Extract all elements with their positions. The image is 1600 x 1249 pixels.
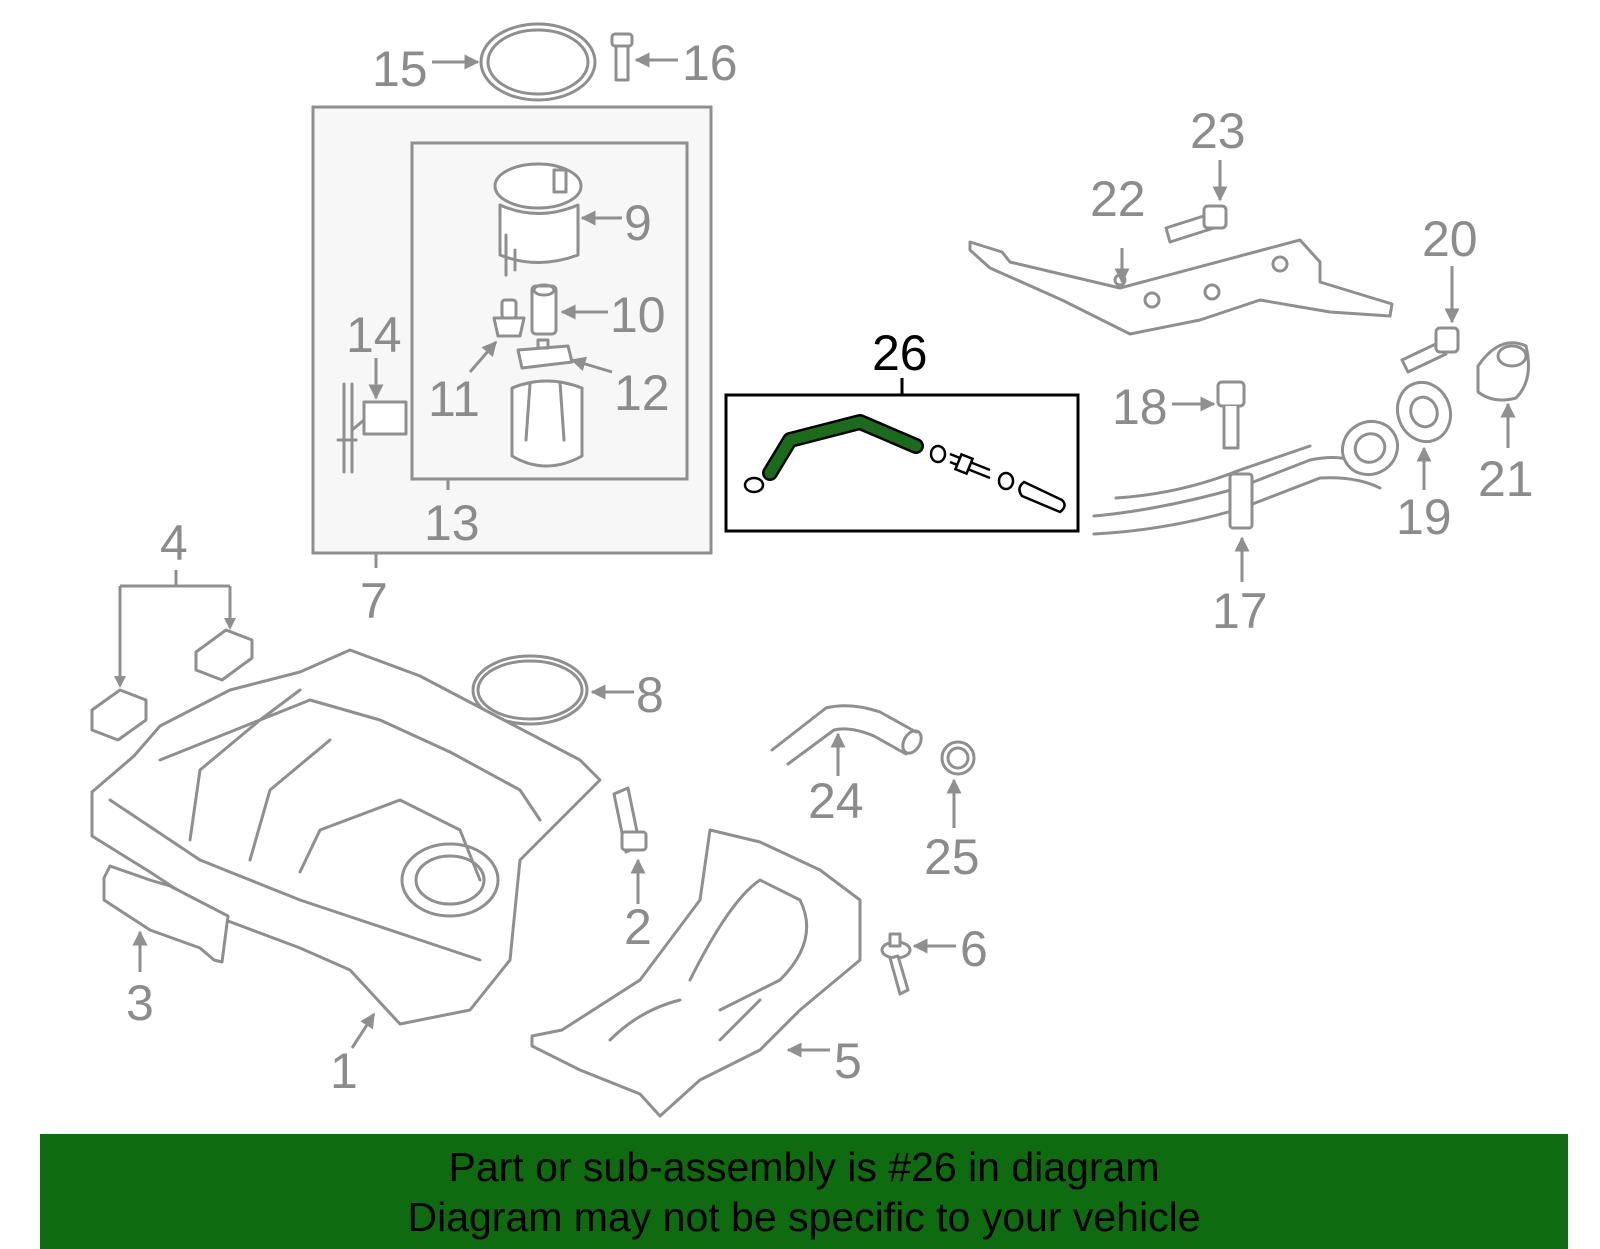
callout-3: 3 — [126, 975, 154, 1031]
callout-24: 24 — [808, 773, 864, 829]
callout-25: 25 — [924, 829, 980, 885]
part-14-level-sender — [336, 382, 408, 474]
part-19-seal — [1396, 380, 1452, 444]
part-1-fuel-tank — [90, 648, 602, 1026]
callout-22: 22 — [1090, 171, 1146, 227]
callout-26: 26 — [872, 325, 928, 381]
callout-13: 13 — [424, 495, 480, 551]
part-15-gasket — [479, 22, 597, 102]
part-23-bolt — [1164, 204, 1228, 244]
banner-line-2: Diagram may not be specific to your vehi… — [407, 1194, 1201, 1240]
callout-9: 9 — [624, 195, 652, 251]
callout-17: 17 — [1212, 583, 1268, 639]
callout-1: 1 — [330, 1043, 358, 1099]
part-22-bracket — [968, 238, 1394, 336]
part-11-regulator — [492, 298, 526, 338]
part-20-bolt — [1400, 326, 1460, 374]
part-13-reservoir — [510, 379, 584, 468]
callout-8: 8 — [636, 667, 664, 723]
part-16-screw — [610, 32, 634, 82]
part-4-pads — [90, 628, 254, 742]
callout-4: 4 — [160, 515, 188, 571]
callout-7: 7 — [360, 573, 388, 629]
banner-line-1: Part or sub-assembly is #26 in diagram — [448, 1144, 1160, 1190]
callout-20: 20 — [1422, 211, 1478, 267]
part-5-heat-shield — [530, 828, 862, 1118]
callout-21: 21 — [1478, 451, 1534, 507]
part-26-hose — [743, 414, 1066, 514]
part-8-ring — [471, 654, 589, 726]
callout-2: 2 — [624, 899, 652, 955]
callout-19: 19 — [1396, 489, 1452, 545]
part-24-hose — [770, 704, 923, 766]
callout-6: 6 — [960, 921, 988, 977]
part-6-clip — [880, 932, 912, 996]
part-17-filler-neck — [1092, 419, 1400, 536]
callout-16: 16 — [682, 35, 738, 91]
part-3-shield — [102, 864, 230, 964]
callout-14: 14 — [346, 307, 402, 363]
callout-10: 10 — [610, 287, 666, 343]
part-21-fuel-cap — [1476, 341, 1530, 402]
callout-18: 18 — [1112, 379, 1168, 435]
part-10-filter — [530, 283, 558, 336]
callout-12: 12 — [614, 365, 670, 421]
part-2-bolt — [612, 786, 648, 854]
part-25-clamp — [940, 740, 976, 776]
info-banner: Part or sub-assembly is #26 in diagram D… — [40, 1134, 1568, 1249]
part-18-bolt — [1216, 380, 1246, 450]
part-9-pump-module — [493, 162, 583, 277]
callout-5: 5 — [834, 1033, 862, 1089]
callout-11: 11 — [428, 371, 480, 427]
callout-15: 15 — [372, 41, 428, 97]
callout-23: 23 — [1190, 103, 1246, 159]
